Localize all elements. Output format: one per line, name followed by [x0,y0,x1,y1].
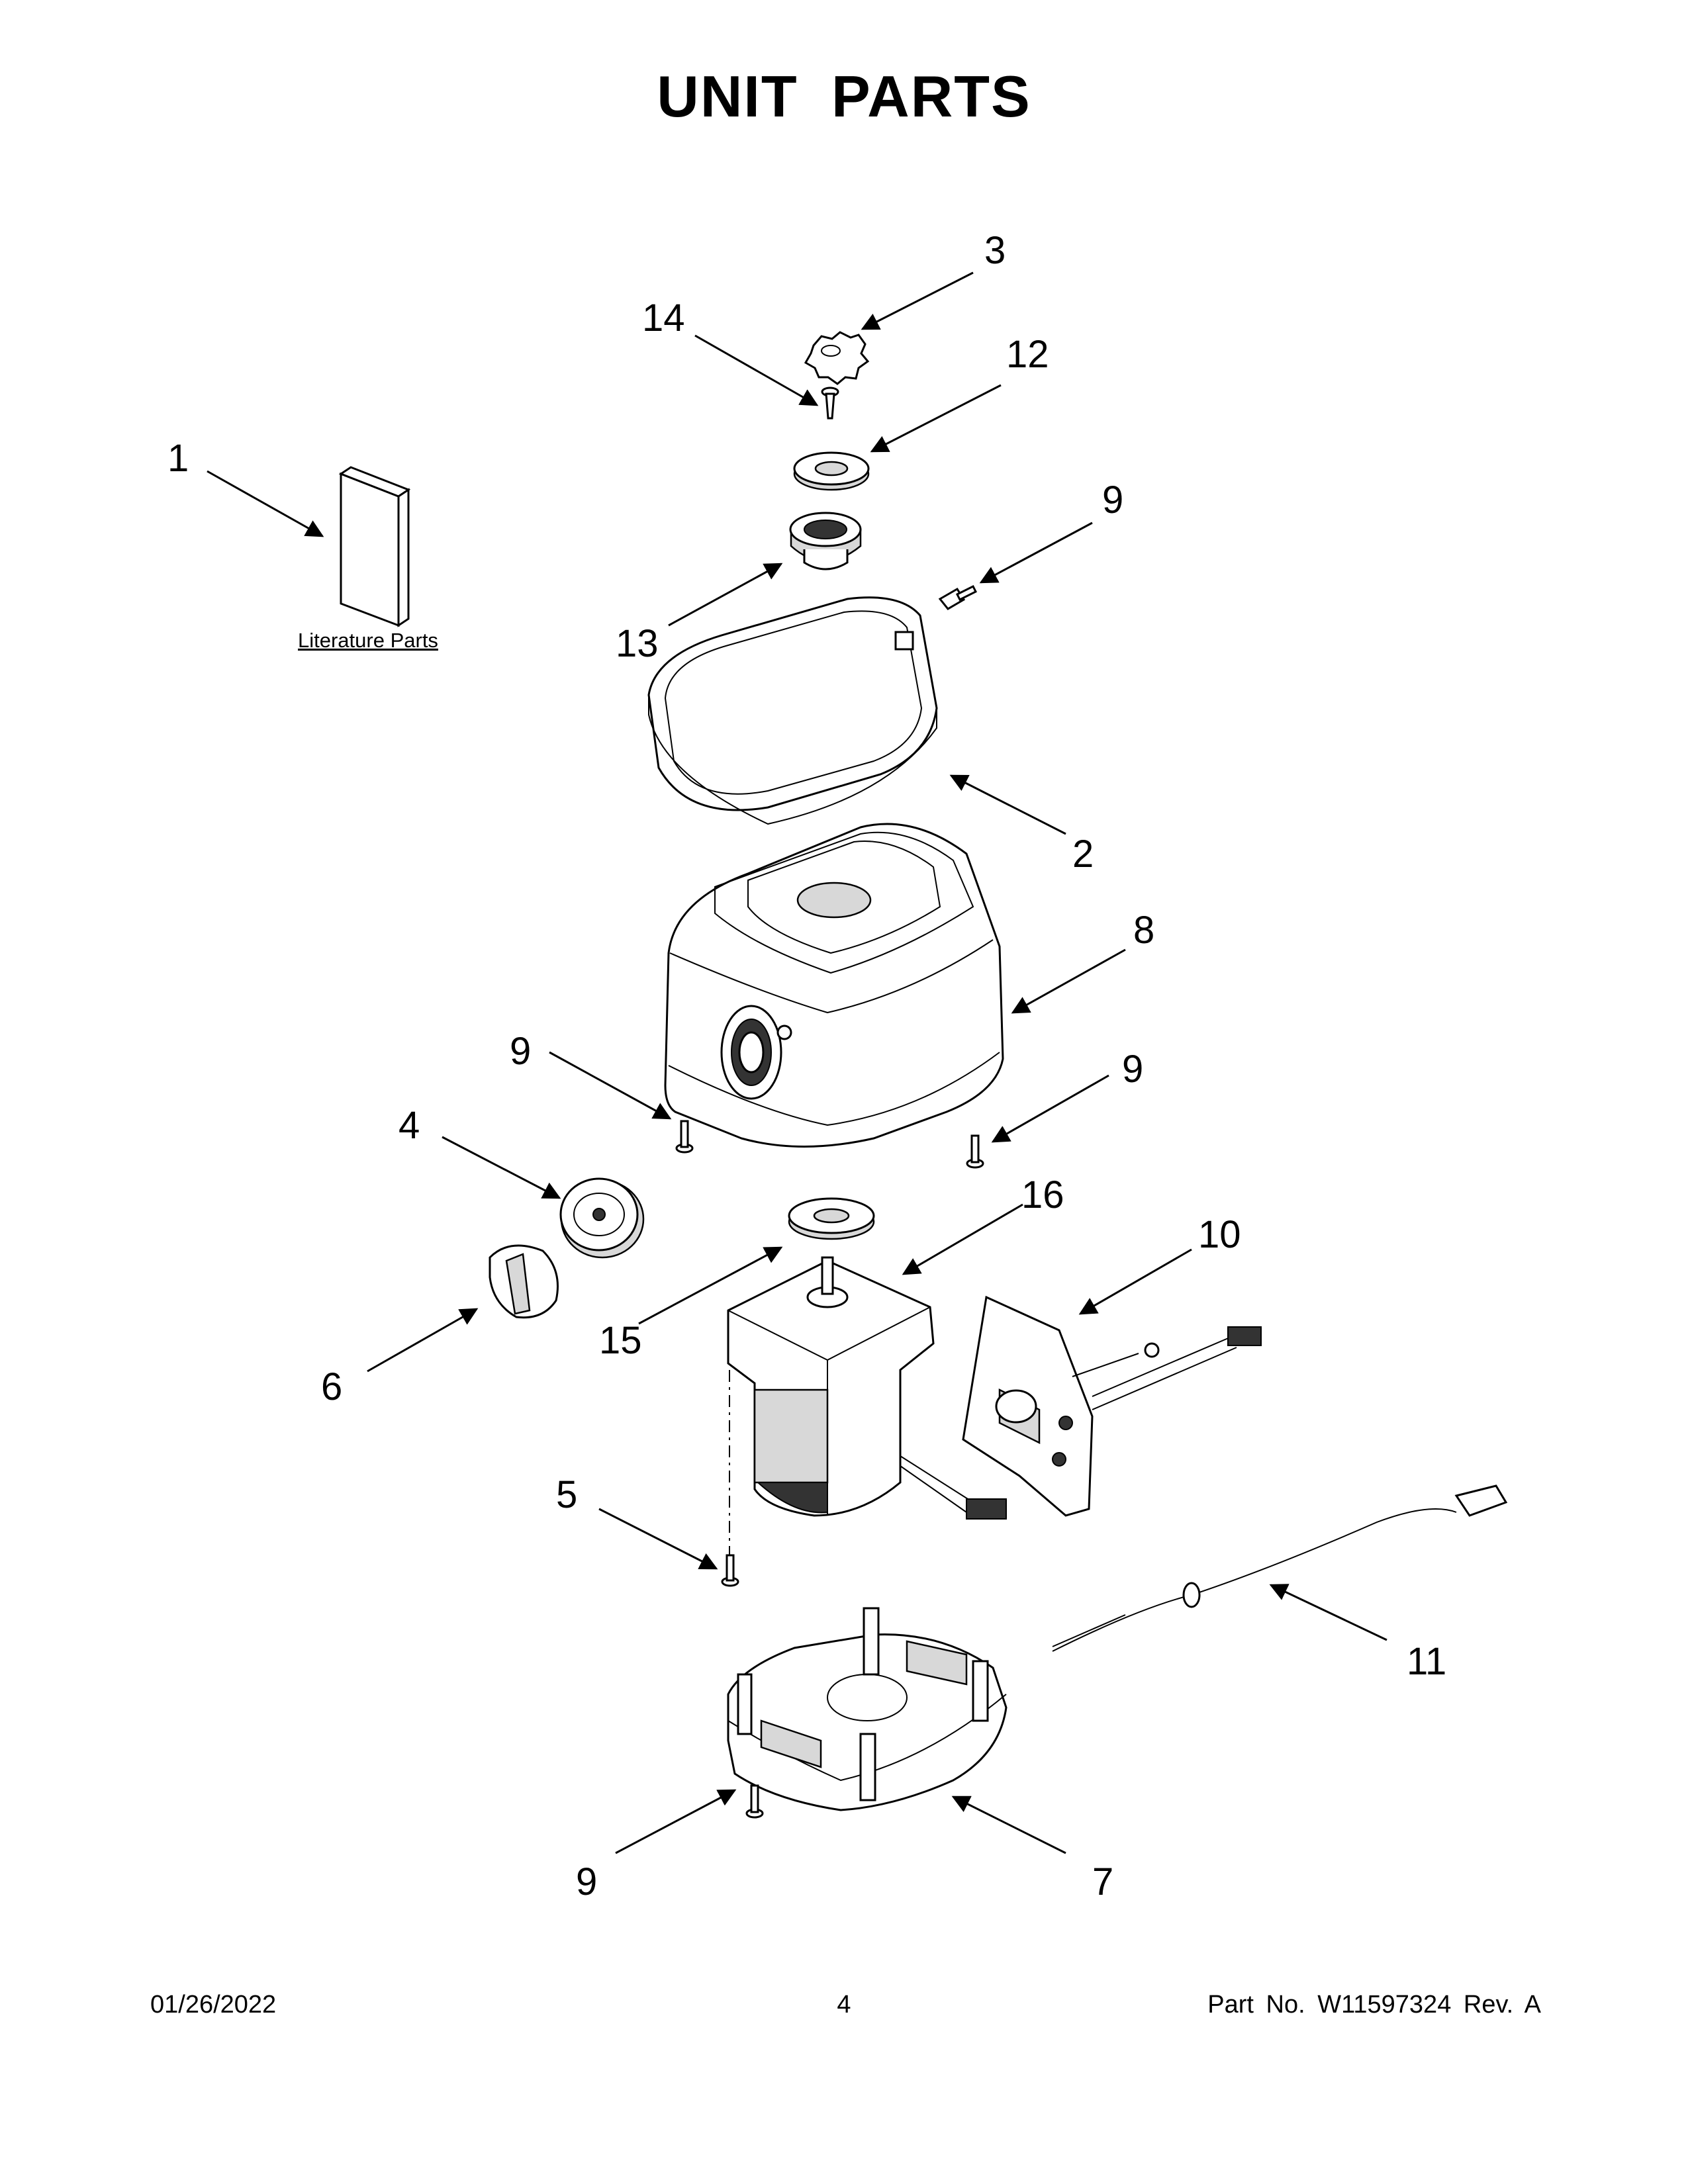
part-screw-14[interactable] [821,387,839,420]
leader-12 [870,384,1002,453]
callout-11[interactable]: 11 [1407,1640,1446,1683]
page-title: UNIT PARTS [657,64,1031,129]
leader-8 [1011,948,1126,1014]
part-washer-12[interactable] [793,451,870,491]
part-control-plate[interactable] [559,1177,645,1259]
callout-16[interactable]: 16 [1021,1173,1064,1216]
leader-7 [951,1796,1066,1854]
callout-2[interactable]: 2 [1072,833,1094,876]
part-trim-ring[interactable] [647,596,938,825]
leader-9d [615,1789,737,1854]
part-screw-9-upper[interactable] [938,584,978,610]
callout-12[interactable]: 12 [1006,333,1049,376]
leader-14 [694,334,819,406]
part-screw-5[interactable] [721,1554,739,1587]
leader-15 [638,1246,783,1325]
part-knob[interactable] [489,1244,559,1319]
callout-13[interactable]: 13 [616,622,659,665]
callout-3[interactable]: 3 [984,229,1006,272]
part-power-cord[interactable] [1052,1484,1508,1652]
callout-10[interactable]: 10 [1198,1213,1241,1256]
callout-14[interactable]: 14 [642,296,685,340]
leader-11 [1269,1584,1387,1641]
part-housing[interactable] [664,823,1004,1148]
leader-6 [367,1308,479,1373]
leader-4 [442,1136,561,1199]
callout-6[interactable]: 6 [321,1365,342,1408]
part-washer-15[interactable] [788,1197,875,1240]
leader-9b [549,1051,672,1120]
leader-9a [979,522,1093,584]
callout-7[interactable]: 7 [1092,1860,1113,1903]
footer-page-number: 4 [837,1991,851,2019]
part-control-board[interactable] [962,1295,1262,1517]
leader-1 [207,470,324,537]
literature-parts-label[interactable]: Literature Parts [298,629,438,652]
part-bushing-13[interactable] [789,512,862,570]
part-screw-9-right[interactable] [966,1134,984,1169]
footer-part-number: Part No. W11597324 Rev. A [1207,1991,1541,2019]
part-literature-booklet[interactable] [338,466,411,627]
callout-1[interactable]: 1 [167,437,189,480]
part-drive-coupler[interactable] [804,331,870,385]
part-base[interactable] [727,1607,1008,1811]
callout-9-right[interactable]: 9 [1122,1048,1143,1091]
callout-9-upper[interactable]: 9 [1102,478,1123,522]
leader-2 [949,774,1066,835]
callout-4[interactable]: 4 [399,1104,420,1147]
callout-15[interactable]: 15 [599,1319,642,1362]
leader-13 [668,563,783,627]
callout-8[interactable]: 8 [1133,909,1154,952]
callout-9-left[interactable]: 9 [510,1030,531,1073]
part-screw-9-bottom[interactable] [745,1784,764,1819]
leader-10 [1078,1248,1192,1315]
leader-5 [598,1508,718,1570]
footer-date: 01/26/2022 [150,1991,277,2019]
part-screw-9-left[interactable] [675,1120,694,1154]
part-motor[interactable] [727,1256,1007,1569]
leader-9c [991,1074,1109,1143]
callout-9-bottom[interactable]: 9 [576,1860,597,1903]
leader-3 [861,271,974,330]
callout-5[interactable]: 5 [556,1473,577,1516]
leader-16 [902,1203,1023,1275]
